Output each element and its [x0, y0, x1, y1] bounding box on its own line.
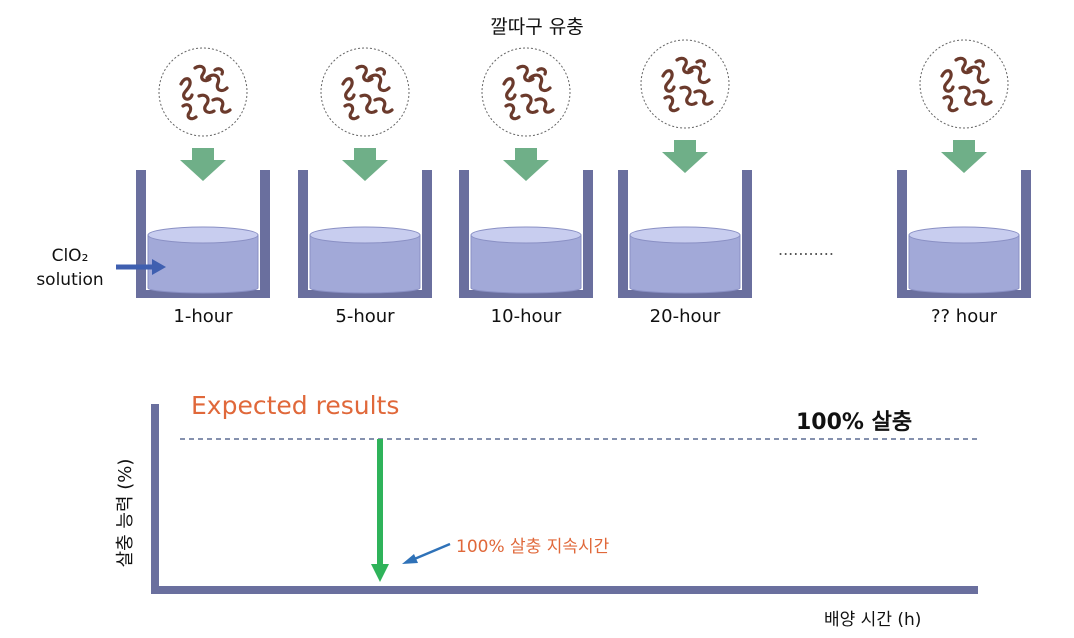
y-axis: [151, 404, 159, 594]
container-label: 10-hour: [490, 306, 562, 327]
container-label: 20-hour: [649, 306, 721, 327]
solution-arrow: [116, 259, 166, 275]
x-axis-label: 배양 시간 (h): [824, 610, 922, 630]
down-arrow-icon: [662, 140, 708, 173]
container-label: ?? hour: [930, 306, 998, 327]
graph-title: Expected results: [191, 391, 400, 420]
liquid-surface: [908, 226, 1020, 244]
container-1: [136, 47, 270, 298]
reference-label: 100% 살충: [796, 410, 913, 435]
container-3: [459, 47, 593, 298]
solution-label-line-1: ClO₂: [51, 246, 89, 266]
down-arrow-icon: [342, 148, 388, 181]
larvae-title: 깔따구 유충: [490, 16, 584, 38]
duration-green-arrow: [371, 439, 389, 582]
solution-liquid: [470, 234, 582, 294]
down-arrow-icon: [180, 148, 226, 181]
liquid-surface: [147, 226, 259, 244]
down-arrow-icon: [503, 148, 549, 181]
solution-liquid: [908, 234, 1020, 294]
larvae-circle: [919, 39, 1009, 129]
duration-annotation: 100% 살충 지속시간: [456, 537, 610, 557]
larvae-circle: [481, 47, 571, 137]
containers-layer: [136, 39, 1031, 298]
solution-liquid: [309, 234, 421, 294]
y-axis-label: 살충 능력 (%): [115, 458, 136, 568]
x-axis: [151, 586, 978, 594]
larvae-circle: [320, 47, 410, 137]
larvae-circle: [640, 39, 730, 129]
ellipsis-dots: ...........: [778, 240, 834, 259]
container-2: [298, 47, 432, 298]
container-label: 1-hour: [173, 306, 233, 327]
solution-liquid: [629, 234, 741, 294]
liquid-surface: [629, 226, 741, 244]
solution-label: ClO₂ solution: [28, 244, 112, 292]
results-graph: [151, 404, 978, 594]
liquid-surface: [309, 226, 421, 244]
larvae-circle: [158, 47, 248, 137]
container-label: 5-hour: [335, 306, 395, 327]
annotation-pointer-arrow: [402, 542, 451, 564]
down-arrow-icon: [941, 140, 987, 173]
container-5: [897, 39, 1031, 298]
liquid-surface: [470, 226, 582, 244]
solution-label-line-2: solution: [36, 270, 104, 290]
container-4: [618, 39, 752, 298]
solution-liquid: [147, 234, 259, 294]
